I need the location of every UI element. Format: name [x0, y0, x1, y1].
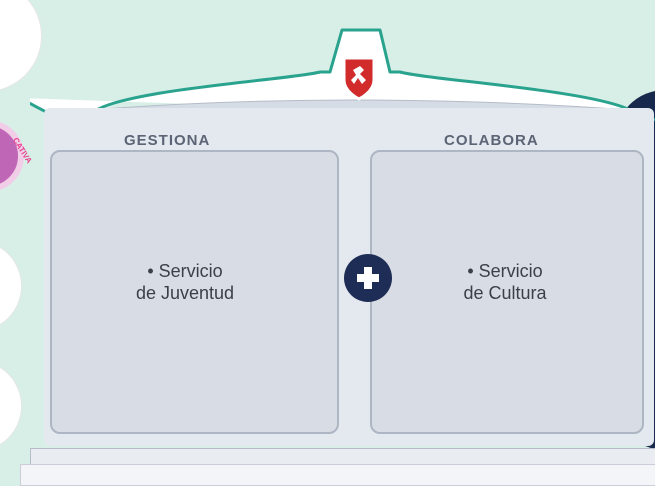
temple-illustration: GESTIONA COLABORA • Servicio de Juventud… — [20, 10, 655, 486]
header-colabora: COLABORA — [444, 132, 539, 149]
shield-lion-icon — [340, 54, 378, 102]
right-panel-line2: de Cultura — [463, 283, 547, 303]
right-column-panel — [370, 150, 644, 434]
right-panel-line1: • Servicio — [467, 261, 543, 281]
right-panel-text: • Servicio de Cultura — [420, 260, 590, 304]
plus-icon — [344, 254, 392, 302]
left-panel-line1: • Servicio — [147, 261, 223, 281]
left-bubble-middle — [0, 240, 22, 332]
left-bubble-bottom — [0, 360, 22, 452]
left-panel-line2: de Juventud — [135, 283, 235, 303]
header-gestiona: GESTIONA — [124, 132, 211, 149]
left-column-panel — [50, 150, 339, 434]
temple-step-2 — [20, 464, 655, 486]
left-panel-text: • Servicio de Juventud — [100, 260, 270, 304]
